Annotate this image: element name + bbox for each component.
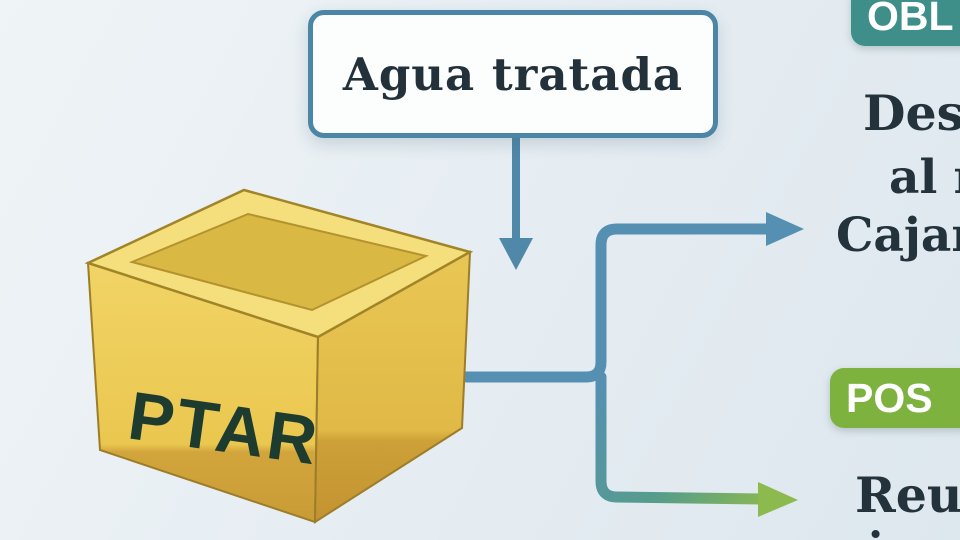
- obligatorio-badge: OBL: [851, 0, 960, 46]
- posible-badge-label: POS: [846, 374, 933, 421]
- ptar-box: PTAR: [84, 188, 474, 524]
- ptar-box-opening: [128, 212, 430, 312]
- bottom-branch-text-line2: riego d: [845, 524, 960, 540]
- arrow-right-icon-bottom: [758, 482, 798, 517]
- connector-bottom-branch: [595, 371, 768, 505]
- connector-top-branch: [460, 223, 776, 383]
- arrow-right-icon-top: [766, 212, 804, 246]
- top-branch-text-line1: Des: [863, 84, 960, 142]
- arrow-down-icon: [499, 238, 533, 270]
- treated-water-callout: Agua tratada: [308, 10, 718, 138]
- top-branch-text-line2: al r: [889, 150, 960, 205]
- posible-badge: POS: [830, 368, 960, 428]
- top-branch-text-line3: Cajama: [836, 208, 960, 263]
- treated-water-label: Agua tratada: [342, 47, 684, 101]
- obligatorio-badge-label: OBL: [867, 0, 954, 39]
- bottom-branch-text-line1: Reus: [855, 466, 960, 524]
